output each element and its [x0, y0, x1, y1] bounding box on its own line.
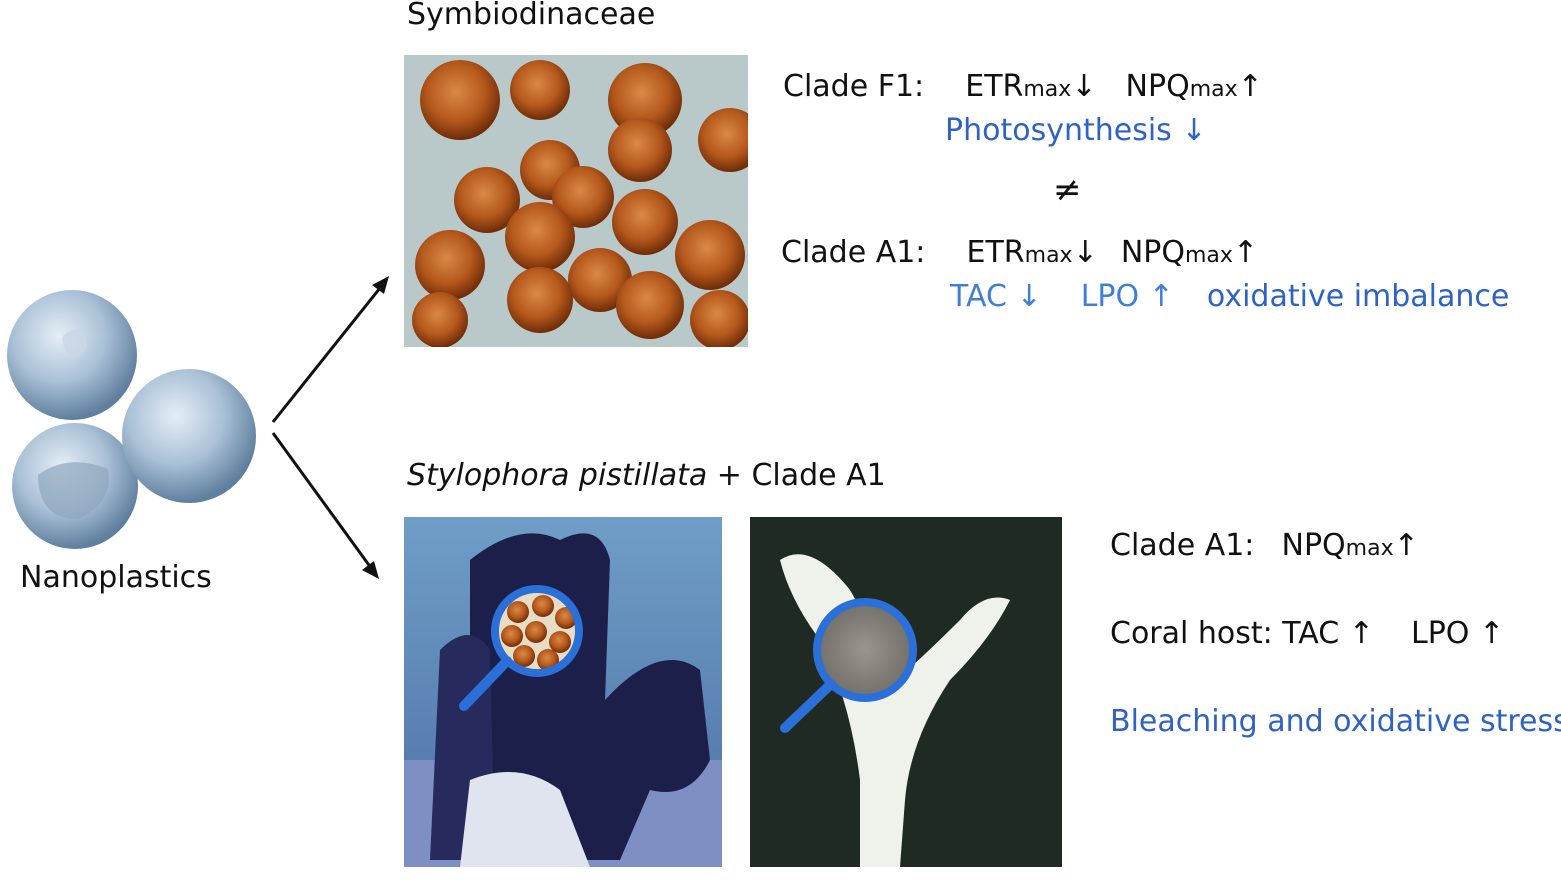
coral-host-tac: Coral host: TAC ↑ — [1110, 616, 1374, 651]
nanoplastic-spheres-image — [7, 290, 256, 549]
coral-clade-a1-npq: NPQ — [1281, 528, 1346, 563]
coral-photo-healthy — [404, 517, 722, 867]
clade-f1-etr-sub: max — [1023, 77, 1072, 102]
clade-f1-row: Clade F1: ETRmax↓ NPQmax↑ — [783, 72, 1263, 102]
coral-host-row: Coral host: TAC ↑ LPO ↑ — [1110, 619, 1504, 649]
clade-a1-etr-down-icon: ↓ — [1072, 235, 1098, 270]
coral-title-rest: + Clade A1 — [707, 458, 886, 493]
clade-f1-etr-down-icon: ↓ — [1071, 69, 1097, 104]
coral-title: Stylophora pistillata + Clade A1 — [407, 461, 886, 491]
clade-a1-npq-up-icon: ↑ — [1232, 235, 1259, 270]
arrow-to-symbiodinaceae — [271, 276, 389, 423]
clade-a1-row: Clade A1: ETRmax↓ NPQmax↑ — [781, 238, 1258, 268]
arrow-to-coral — [271, 432, 379, 579]
coral-clade-a1-row: Clade A1: NPQmax↑ — [1110, 531, 1419, 561]
clade-a1-etr: ETR — [966, 235, 1025, 270]
clade-f1-npq-up-icon: ↑ — [1237, 69, 1263, 104]
clade-a1-etr-sub: max — [1024, 243, 1073, 268]
not-equal-sign: ≠ — [1053, 170, 1082, 210]
coral-clade-a1-npq-up-icon: ↑ — [1393, 528, 1419, 563]
symbiodinaceae-title: Symbiodinaceae — [407, 0, 656, 32]
coral-clade-a1-label: Clade A1: — [1110, 528, 1255, 563]
symbiodinaceae-micrograph — [404, 55, 748, 347]
coral-effect: Bleaching and oxidative stress — [1110, 704, 1561, 739]
clade-a1-tac: TAC ↓ — [950, 279, 1042, 314]
clade-a1-npq: NPQ — [1120, 235, 1185, 270]
clade-f1-label: Clade F1: — [783, 69, 925, 104]
clade-f1-npq: NPQ — [1125, 69, 1190, 104]
magnifier-bleached-icon — [780, 598, 917, 733]
nanoplastics-label: Nanoplastics — [20, 560, 212, 595]
clade-a1-npq-sub: max — [1184, 243, 1233, 268]
clade-a1-label: Clade A1: — [781, 235, 926, 270]
clade-f1-effect: Photosynthesis ↓ — [945, 113, 1207, 148]
magnifier-healthy-icon — [459, 585, 583, 711]
clade-a1-effect: oxidative imbalance — [1206, 279, 1510, 314]
coral-clade-a1-npq-sub: max — [1345, 536, 1394, 561]
clade-a1-effects-row: TAC ↓ LPO ↑ oxidative imbalance — [950, 282, 1509, 312]
coral-host-lpo: LPO ↑ — [1411, 616, 1505, 651]
clade-f1-etr: ETR — [965, 69, 1024, 104]
coral-species-name: Stylophora pistillata — [407, 458, 708, 493]
clade-f1-npq-sub: max — [1189, 77, 1238, 102]
clade-a1-lpo: LPO ↑ — [1080, 279, 1174, 314]
coral-photo-bleached — [750, 517, 1062, 867]
